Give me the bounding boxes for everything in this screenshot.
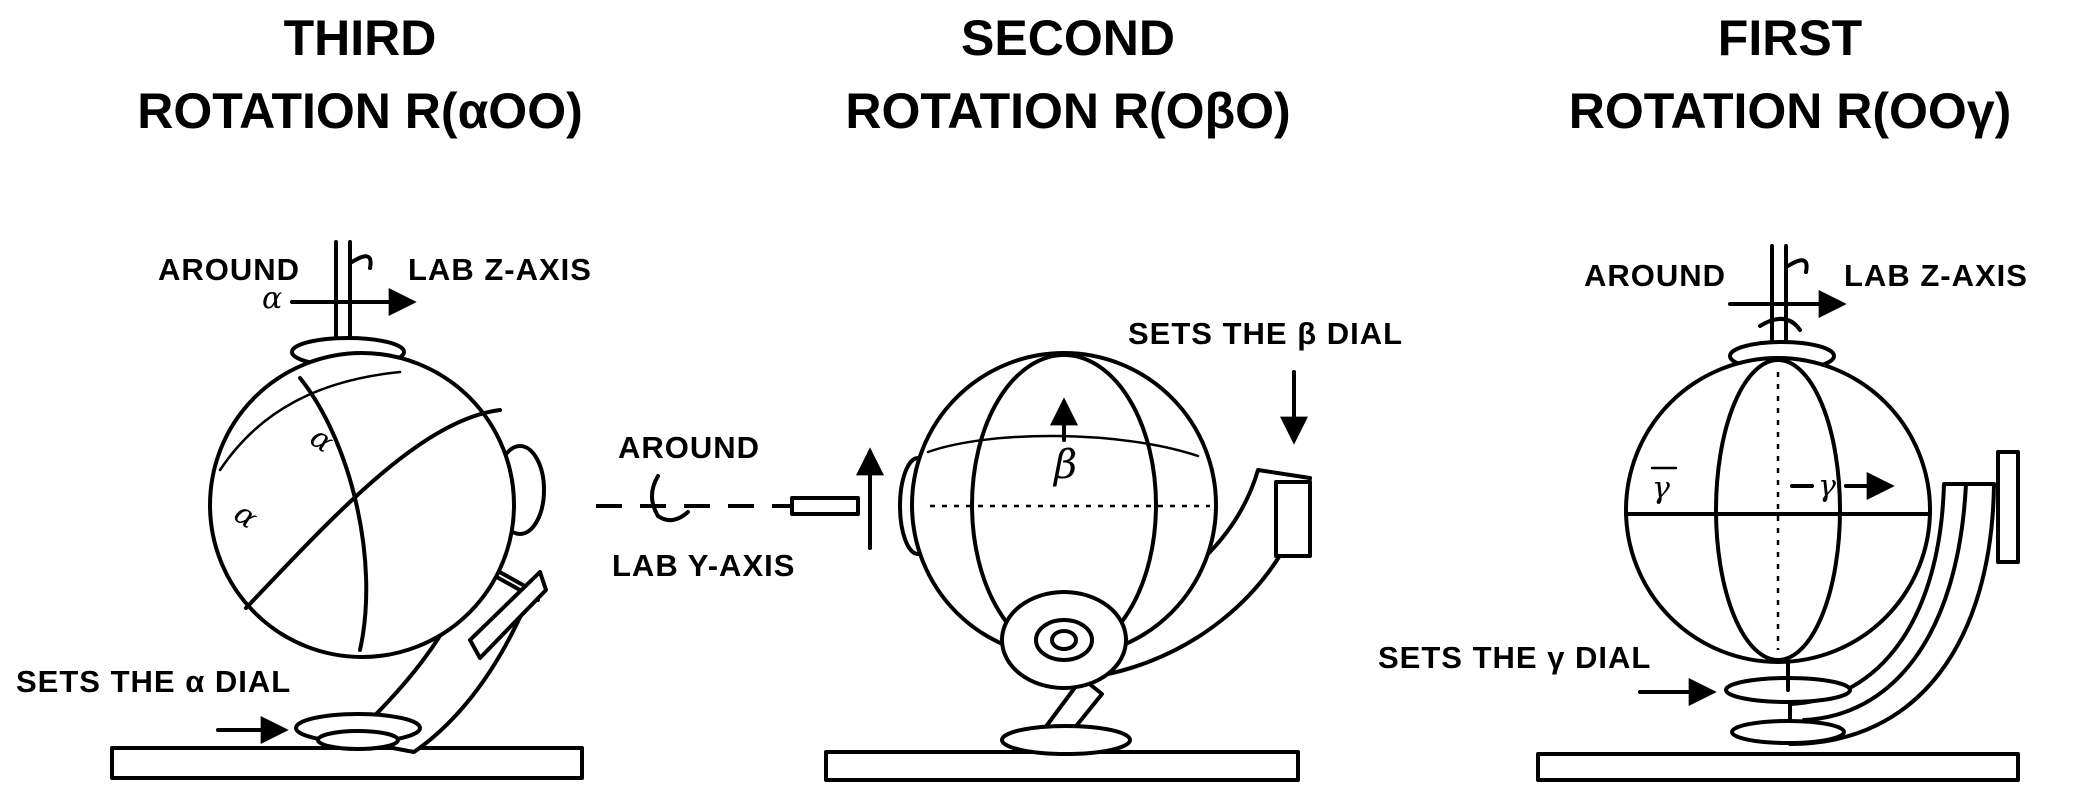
base-plate-first [1536, 752, 2020, 782]
support-arm-icon [348, 558, 534, 754]
beta-globe-symbol: β [1052, 442, 1077, 488]
panel-third-title-line1: THIRD [284, 10, 437, 66]
lab-z-axis-label: LAB Z-AXIS [408, 252, 592, 287]
panel-second-title-line1: SECOND [961, 10, 1175, 66]
around-label-first: AROUND [1584, 258, 1726, 293]
z-axis-rotation-icon [334, 240, 373, 347]
y-axis-rotation-icon [650, 474, 690, 523]
sets-alpha-dial-label: SETS THE α DIAL [16, 664, 291, 699]
panel-first-title-line1: FIRST [1718, 10, 1862, 66]
base-plate-second [824, 750, 1300, 782]
base-plate [110, 746, 584, 780]
globe-third [208, 351, 516, 659]
alpha-axis-symbol: α [262, 281, 282, 316]
around-label: AROUND [158, 252, 300, 287]
beta-bottom-dial [1000, 724, 1132, 756]
around-label-y: AROUND [618, 430, 760, 465]
panel-first-title-line2: ROTATION R(OOγ) [1569, 83, 2012, 139]
gamma-bar-symbol: γ [1652, 471, 1670, 506]
panel-second-rotation: SECOND ROTATION R(OβO) AROUND LAB Y-AXIS… [596, 10, 1403, 782]
panel-second-title-line2: ROTATION R(OβO) [845, 83, 1290, 139]
gamma-arrow-symbol: γ [1818, 469, 1836, 504]
lab-y-axis-label: LAB Y-AXIS [612, 548, 795, 583]
panel-first-rotation: FIRST ROTATION R(OOγ) AROUND LAB Z-AXIS … [1378, 10, 2028, 782]
support-arc-first-icon [1788, 482, 1996, 746]
sets-beta-dial-label: SETS THE β DIAL [1128, 316, 1403, 351]
sets-gamma-dial-label: SETS THE γ DIAL [1378, 640, 1651, 675]
z-axis-rotation-icon-first [1758, 244, 1809, 352]
globe-first [1624, 356, 1932, 664]
panel-third-title-line2: ROTATION R(αOO) [137, 83, 582, 139]
panel-third-rotation: THIRD ROTATION R(αOO) AROUND LAB Z-AXIS … [16, 10, 592, 780]
lab-z-axis-label-first: LAB Z-AXIS [1844, 258, 2028, 293]
